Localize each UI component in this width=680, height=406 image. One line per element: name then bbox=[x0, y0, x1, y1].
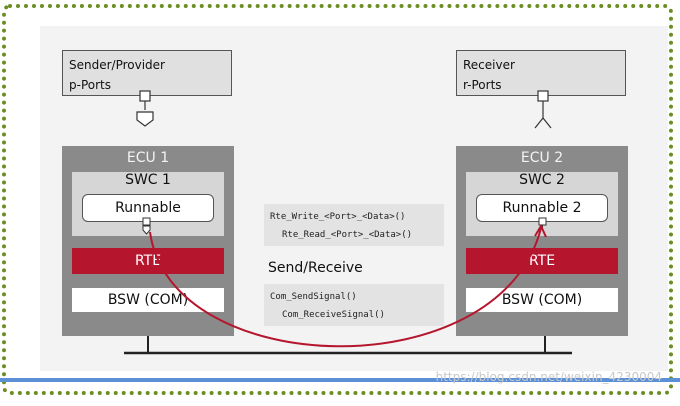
receiver-title: Receiver bbox=[463, 58, 515, 72]
rte-1: RTE bbox=[72, 248, 224, 274]
signal-flow-arrowhead bbox=[534, 223, 547, 238]
swc-2-title: SWC 2 bbox=[519, 172, 565, 188]
receiver-ports-label: r-Ports bbox=[463, 78, 502, 92]
diagram-canvas: Sender/Provider p-Ports Receiver r-Ports… bbox=[40, 26, 668, 371]
sender-title: Sender/Provider bbox=[69, 58, 165, 72]
rte-2: RTE bbox=[466, 248, 618, 274]
rte-read-api: Rte_Read_<Port>_<Data>() bbox=[282, 230, 413, 240]
bsw-com-1: BSW (COM) bbox=[72, 288, 224, 312]
ecu-2-title: ECU 2 bbox=[520, 150, 564, 166]
com-send-signal-api: Com_SendSignal() bbox=[270, 292, 357, 302]
required-port-icon bbox=[534, 90, 552, 129]
rte-write-api: Rte_Write_<Port>_<Data>() bbox=[270, 212, 406, 222]
runnable-1-port bbox=[142, 217, 151, 235]
bottom-accent-line bbox=[0, 378, 680, 382]
send-receive-label: Send/Receive bbox=[268, 260, 363, 276]
watermark-text: https://blog.csdn.net/weixin_4230004 bbox=[435, 370, 662, 384]
sender-provider-box: Sender/Provider p-Ports bbox=[62, 50, 232, 96]
rte-api-box: Rte_Write_<Port>_<Data>() Rte_Read_<Port… bbox=[264, 204, 444, 246]
signal-flow-arrow bbox=[149, 227, 542, 348]
runnable-2: Runnable 2 bbox=[476, 194, 608, 222]
sender-ports-label: p-Ports bbox=[69, 78, 111, 92]
bsw-com-2: BSW (COM) bbox=[466, 288, 618, 312]
com-receive-signal-api: Com_ReceiveSignal() bbox=[282, 310, 385, 320]
ecu-2: ECU 2 SWC 2 Runnable 2 RTE BSW (COM) bbox=[456, 146, 628, 336]
com-api-box: Com_SendSignal() Com_ReceiveSignal() bbox=[264, 284, 444, 326]
provided-port-icon bbox=[136, 90, 154, 127]
ecu-1-title: ECU 1 bbox=[126, 150, 170, 166]
swc-1-title: SWC 1 bbox=[125, 172, 171, 188]
